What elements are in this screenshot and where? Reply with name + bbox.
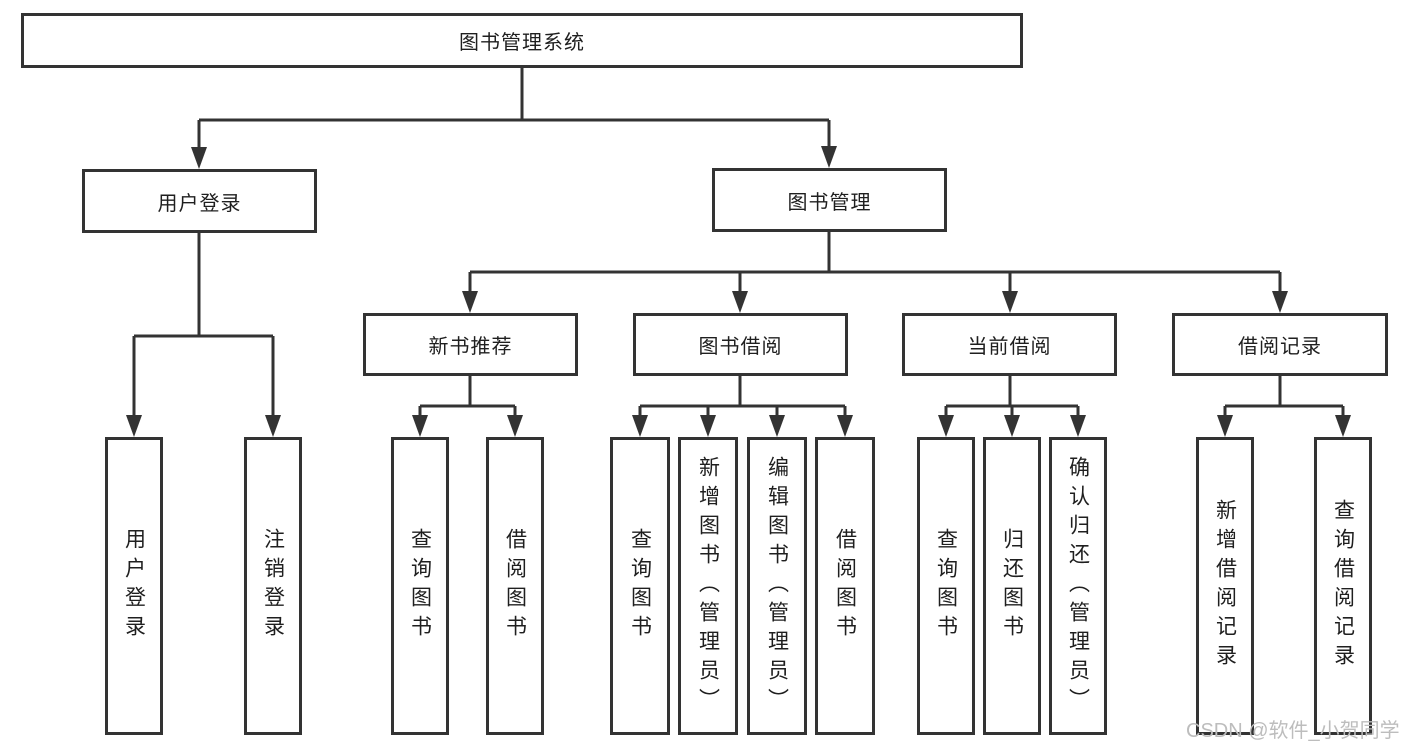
connector-mgmt-to-level3 <box>468 232 1282 294</box>
leaf-query-books-borrow: 查询图书 <box>610 437 670 735</box>
arrowhead-icon <box>1217 415 1233 437</box>
leaf-add-borrow-record: 新增借阅记录 <box>1196 437 1254 735</box>
arrowhead-icon <box>837 415 853 437</box>
connector-records-to-leaves <box>1223 376 1345 418</box>
leaf-query-books-recommend: 查询图书 <box>391 437 449 735</box>
arrowheads <box>126 146 1351 437</box>
node-user-login: 用户登录 <box>82 169 317 233</box>
arrowhead-icon <box>1335 415 1351 437</box>
arrowhead-icon <box>769 415 785 437</box>
leaf-edit-books-admin: 编辑图书（管理员） <box>747 437 807 735</box>
leaf-return-books: 归还图书 <box>983 437 1041 735</box>
connector-root-to-level2 <box>197 68 831 150</box>
node-borrow-records: 借阅记录 <box>1172 313 1388 376</box>
connector-recommend-to-leaves <box>418 376 517 418</box>
arrowhead-icon <box>732 291 748 313</box>
arrowhead-icon <box>507 415 523 437</box>
arrowhead-icon <box>126 415 142 437</box>
leaf-query-books-current: 查询图书 <box>917 437 975 735</box>
arrowhead-icon <box>632 415 648 437</box>
arrowhead-icon <box>265 415 281 437</box>
node-current-borrow: 当前借阅 <box>902 313 1117 376</box>
node-root-system: 图书管理系统 <box>21 13 1023 68</box>
connector-borrow-to-leaves <box>638 376 847 418</box>
arrowhead-icon <box>700 415 716 437</box>
node-new-book-recommend: 新书推荐 <box>363 313 578 376</box>
arrowhead-icon <box>191 147 207 169</box>
node-book-management: 图书管理 <box>712 168 947 232</box>
arrowhead-icon <box>1004 415 1020 437</box>
arrowhead-icon <box>1070 415 1086 437</box>
leaf-borrow-books: 借阅图书 <box>815 437 875 735</box>
arrowhead-icon <box>821 146 837 168</box>
connector-current-to-leaves <box>944 376 1080 418</box>
arrowhead-icon <box>938 415 954 437</box>
csdn-watermark: CSDN @软件_小贺同学 <box>1186 720 1400 742</box>
leaf-user-login: 用户登录 <box>105 437 163 735</box>
arrowhead-icon <box>412 415 428 437</box>
node-book-borrow: 图书借阅 <box>633 313 848 376</box>
arrowhead-icon <box>1002 291 1018 313</box>
leaf-borrow-books-recommend: 借阅图书 <box>486 437 544 735</box>
arrowhead-icon <box>462 291 478 313</box>
leaf-confirm-return-admin: 确认归还（管理员） <box>1049 437 1107 735</box>
leaf-add-books-admin: 新增图书（管理员） <box>678 437 738 735</box>
leaf-logout: 注销登录 <box>244 437 302 735</box>
connector-userlogin-to-leaves <box>132 233 275 418</box>
arrowhead-icon <box>1272 291 1288 313</box>
leaf-query-borrow-record: 查询借阅记录 <box>1314 437 1372 735</box>
